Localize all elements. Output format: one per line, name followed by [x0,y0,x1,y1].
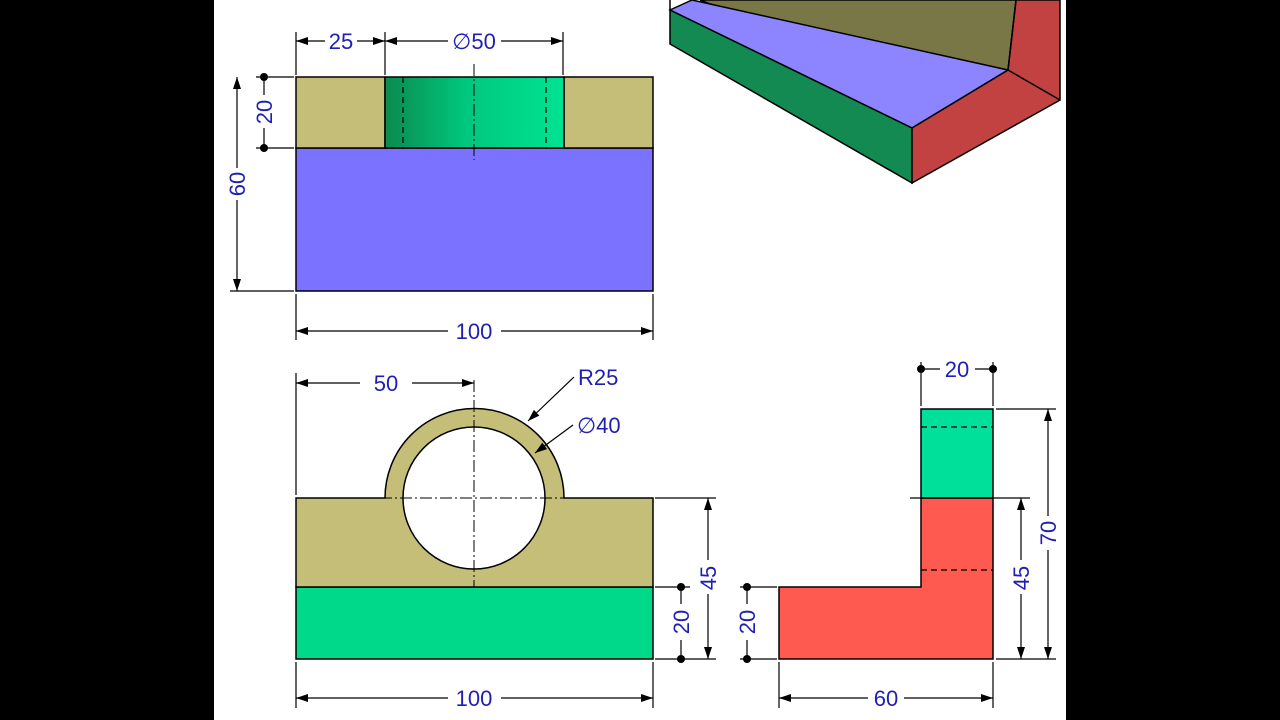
dimension-dot [743,583,751,591]
dim-outer-radius-label: R25 [578,365,618,390]
dimension-dot [743,655,751,663]
dim-body-height-label: 45 [696,566,721,590]
dim-body-height-label: 45 [1009,566,1034,590]
iso-edge [1007,69,1061,101]
dim-base-height-label: 20 [669,610,694,634]
dimension-dot [677,583,685,591]
dimension-dot [989,365,997,373]
dim-base-height-label: 20 [735,610,760,634]
leader-line [534,424,574,454]
dim-slot-depth-label: 20 [252,100,277,124]
dim-left-width-label: 25 [329,29,353,54]
iso-edge [1007,0,1017,71]
dimension-dot [677,655,685,663]
dim-upright-width-label: 20 [945,357,969,382]
dim-length-label: 100 [456,319,493,344]
dim-depth-label: 60 [225,172,250,196]
top-view: 25 ∅50 20 60 100 [225,29,654,344]
dim-depth-label: 60 [874,686,898,711]
side-view-upright-top [920,408,994,499]
dim-total-height-label: 70 [1036,521,1061,545]
front-view: 50 R25 ∅40 45 20 100 [295,365,721,711]
dimension-dot [260,73,268,81]
dim-length-label: 100 [456,686,493,711]
leader-line [527,376,575,422]
dim-hole-diameter-label: ∅50 [452,29,496,54]
dim-hole-diameter-label: ∅40 [577,413,621,438]
top-view-upper-left [295,76,386,149]
isometric-view [668,0,1061,185]
dimension-dot [917,365,925,373]
side-view: 20 70 45 20 60 [735,357,1061,711]
top-view-upper-right [563,76,654,149]
front-view-base [295,586,654,660]
top-view-base [295,147,654,292]
dimension-dot [260,144,268,152]
dim-center-offset-label: 50 [374,371,398,396]
